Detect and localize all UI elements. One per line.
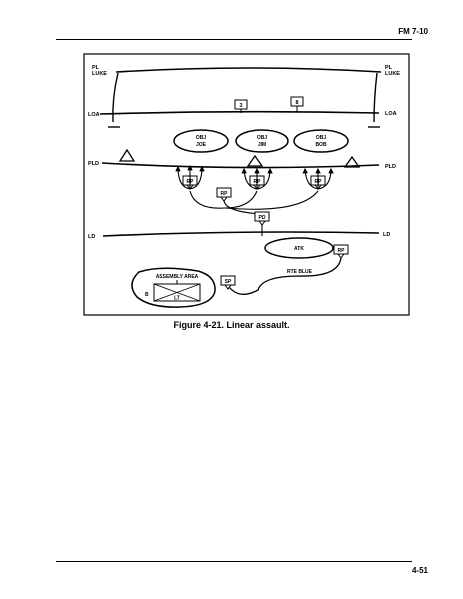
header-manual-code: FM 7-10 bbox=[398, 27, 428, 36]
point-of-departure-label: PD bbox=[259, 215, 266, 221]
figure-frame bbox=[83, 53, 410, 316]
objective-joe bbox=[173, 129, 229, 153]
release-point-attack bbox=[333, 244, 349, 255]
unit-box-3 bbox=[234, 99, 248, 110]
figure-caption: Figure 4-21. Linear assault. bbox=[173, 320, 290, 330]
ld-left-label: LD bbox=[88, 234, 95, 240]
pl-luke-right-label-1: PL bbox=[385, 65, 393, 71]
route-arrow-right-3 bbox=[317, 167, 334, 190]
phase-line-luke bbox=[115, 67, 382, 73]
objective-bob-label-2: BOB bbox=[315, 142, 327, 148]
route-blue-label: RTE BLUE bbox=[287, 269, 313, 275]
limit-of-advance-line bbox=[99, 110, 380, 115]
pl-luke-left-label-2: LUKE bbox=[92, 71, 107, 77]
start-point bbox=[220, 275, 236, 286]
route-arrow-left-1 bbox=[175, 165, 191, 190]
objective-jim-label-1: OBJ bbox=[257, 135, 268, 141]
assembly-area-title: ASSEMBLY AREA bbox=[156, 274, 199, 280]
attack-position bbox=[264, 237, 334, 259]
ld-right-label: LD bbox=[383, 232, 390, 238]
probable-line-of-deployment bbox=[101, 162, 380, 169]
branch-route-right bbox=[224, 190, 319, 210]
unit-box-8 bbox=[290, 96, 304, 107]
objective-jim-label-2: JIM bbox=[258, 142, 266, 148]
point-of-departure bbox=[254, 211, 270, 222]
attack-position-label: ATK bbox=[294, 246, 304, 252]
start-point-label: SP bbox=[225, 279, 232, 285]
support-position-triangle-left bbox=[118, 148, 136, 162]
pld-left-label: PLD bbox=[88, 161, 99, 167]
route-arrow-right-1 bbox=[302, 167, 319, 190]
assembly-area-unit-type: LT bbox=[174, 296, 180, 302]
release-point-attack-label: RP bbox=[338, 248, 346, 254]
assembly-area-unit-letter: B bbox=[145, 292, 149, 298]
infantry-unit-symbol bbox=[153, 283, 201, 302]
objective-bob bbox=[293, 129, 349, 153]
pl-luke-left-label-1: PL bbox=[92, 65, 100, 71]
route-blue bbox=[228, 257, 342, 295]
release-point-main-label: RP bbox=[221, 191, 229, 197]
unit-box-3-label: 3 bbox=[239, 103, 242, 109]
loa-left-label: LOA bbox=[88, 112, 100, 118]
left-boundary-line bbox=[112, 72, 119, 123]
header-rule bbox=[56, 39, 412, 40]
pld-right-label: PLD bbox=[385, 164, 396, 170]
support-position-triangle-right bbox=[343, 155, 361, 168]
footer-page-number: 4-51 bbox=[411, 566, 428, 575]
objective-jim bbox=[235, 129, 289, 153]
route-arrow-center-1 bbox=[241, 167, 258, 190]
objective-bob-label-1: OBJ bbox=[316, 135, 327, 141]
objective-joe-label-1: OBJ bbox=[196, 135, 207, 141]
route-arrow-left-3 bbox=[189, 165, 205, 190]
unit-box-8-label: 8 bbox=[295, 100, 298, 106]
footer-rule bbox=[56, 561, 412, 562]
pl-luke-right-label-2: LUKE bbox=[385, 71, 400, 77]
assembly-area bbox=[131, 267, 216, 308]
release-point-main bbox=[216, 187, 232, 198]
support-position-triangle-center bbox=[246, 154, 264, 167]
loa-right-label: LOA bbox=[385, 111, 397, 117]
route-arrow-center-3 bbox=[256, 167, 273, 190]
right-boundary-line bbox=[373, 72, 378, 123]
line-of-departure bbox=[102, 231, 380, 237]
objective-joe-label-2: JOE bbox=[196, 142, 207, 148]
